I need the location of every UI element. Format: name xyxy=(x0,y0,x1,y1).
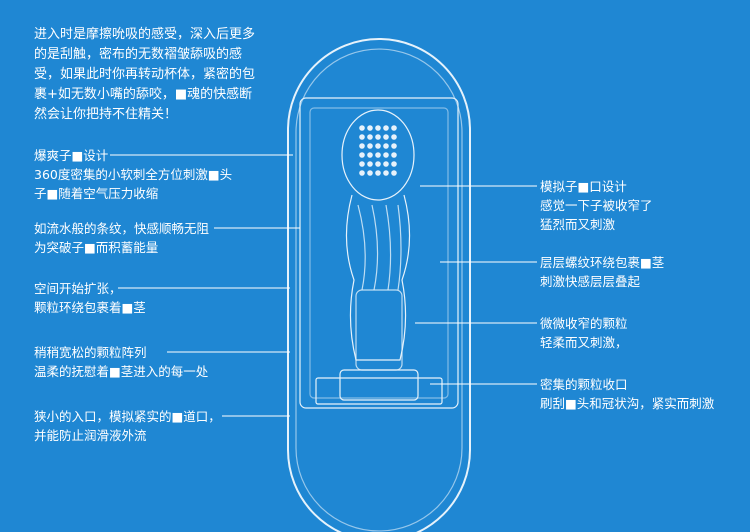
callout-text: 并能防止润滑液外流 xyxy=(34,428,147,443)
nub-dot xyxy=(383,125,389,131)
callout-text: 感觉一下子被收窄了 xyxy=(540,198,653,213)
base-cap xyxy=(315,377,443,405)
intro-line: 的是刮触，密布的无数褶皱舔吸的感 xyxy=(34,47,243,62)
callout-text: 轻柔而又刺激， xyxy=(540,335,628,350)
callout-text: 刺激快感层层叠起 xyxy=(540,274,641,289)
callout-dense-nubs: 密集的颗粒收口刷刮■头和冠状沟，紧实而刺激 xyxy=(540,375,714,413)
callout-text: 温柔的抚慰着■茎进入的每一处 xyxy=(34,364,209,379)
nub-dot xyxy=(391,161,397,167)
nub-dot xyxy=(367,143,373,149)
callout-text: 为突破子■而积蓄能量 xyxy=(34,240,159,255)
callout-text: 猛烈而又刺激 xyxy=(540,217,616,232)
callout-entrance: 狭小的入口，模拟紧实的■道口， 并能防止润滑液外流 xyxy=(34,407,221,445)
nub-dot xyxy=(383,161,389,167)
nub-dot xyxy=(383,170,389,176)
nub-dot xyxy=(375,134,381,140)
nub-dot xyxy=(359,170,365,176)
nub-dot xyxy=(359,161,365,167)
nub-dot xyxy=(375,152,381,158)
nub-dot xyxy=(391,143,397,149)
callout-title: 狭小的入口，模拟紧实的■道口， xyxy=(34,409,221,424)
callout-text: 颗粒环绕包裹着■茎 xyxy=(34,300,146,315)
callout-title: 微微收窄的颗粒 xyxy=(540,316,628,331)
capsule-inner-shell xyxy=(295,48,463,532)
nub-dot xyxy=(391,170,397,176)
nub-dot xyxy=(359,134,365,140)
callout-title: 模拟子■口设计 xyxy=(540,179,627,194)
callout-narrow-nubs: 微微收窄的颗粒轻柔而又刺激， xyxy=(540,314,628,352)
nub-dot xyxy=(359,125,365,131)
callout-narrowing: 模拟子■口设计感觉一下子被收窄了猛烈而又刺激 xyxy=(540,177,653,234)
capsule-outer-shell xyxy=(287,38,471,532)
nub-dot xyxy=(359,152,365,158)
nub-dot xyxy=(383,152,389,158)
callout-title: 空间开始扩张， xyxy=(34,281,122,296)
nub-dot xyxy=(367,134,373,140)
nub-dot xyxy=(359,143,365,149)
nub-dot xyxy=(391,125,397,131)
intro-line: 裹+如无数小嘴的舔咬，■魂的快感断 xyxy=(34,87,253,102)
leader-lines xyxy=(110,154,537,417)
callout-stripes: 如流水般的条纹，快感顺畅无阻为突破子■而积蓄能量 xyxy=(34,219,209,257)
callout-text: 360度密集的小软刺全方位刺激■头 xyxy=(34,167,233,182)
callout-title: 爆爽子■设计 xyxy=(34,148,109,163)
inner-casing xyxy=(299,97,459,409)
callout-loose-nubs: 稍稍宽松的颗粒阵列温柔的抚慰着■茎进入的每一处 xyxy=(34,343,208,381)
callout-title: 如流水般的条纹，快感顺畅无阻 xyxy=(34,221,210,236)
nub-dot xyxy=(383,134,389,140)
intro-line: 然会让你把持不住精关！ xyxy=(34,107,178,122)
nub-dot xyxy=(391,134,397,140)
intro-line: 受，如果此时你再转动杯体，紧密的包 xyxy=(34,67,256,82)
nub-dot xyxy=(375,125,381,131)
callout-expansion: 空间开始扩张， 颗粒环绕包裹着■茎 xyxy=(34,279,146,317)
callout-title: 稍稍宽松的颗粒阵列 xyxy=(34,345,147,360)
intro-paragraph: 进入时是摩擦吮吸的感受，深入后更多的是刮触，密布的无数褶皱舔吸的感受，如果此时你… xyxy=(34,25,255,125)
inner-casing-wall xyxy=(309,107,449,399)
nub-dot xyxy=(375,143,381,149)
callout-spiral: 层层螺纹环绕包裹■茎刺激快感层层叠起 xyxy=(540,253,664,291)
nub-dots xyxy=(359,125,397,176)
nub-dot xyxy=(391,152,397,158)
nub-dot xyxy=(367,152,373,158)
callout-title: 层层螺纹环绕包裹■茎 xyxy=(540,255,665,270)
callout-text: 子■随着空气压力收缩 xyxy=(34,186,159,201)
nub-dot xyxy=(367,161,373,167)
inner-sleeve xyxy=(339,109,419,401)
nub-dot xyxy=(367,125,373,131)
callout-text: 刷刮■头和冠状沟，紧实而刺激 xyxy=(540,396,715,411)
callout-top-nubs: 爆爽子■设计 360度密集的小软刺全方位刺激■头子■随着空气压力收缩 xyxy=(34,146,232,203)
intro-line: 进入时是摩擦吮吸的感受，深入后更多 xyxy=(34,27,256,42)
callout-title: 密集的颗粒收口 xyxy=(540,377,628,392)
nub-dot xyxy=(375,170,381,176)
nub-dot xyxy=(375,161,381,167)
nub-dot xyxy=(367,170,373,176)
nub-dot xyxy=(383,143,389,149)
